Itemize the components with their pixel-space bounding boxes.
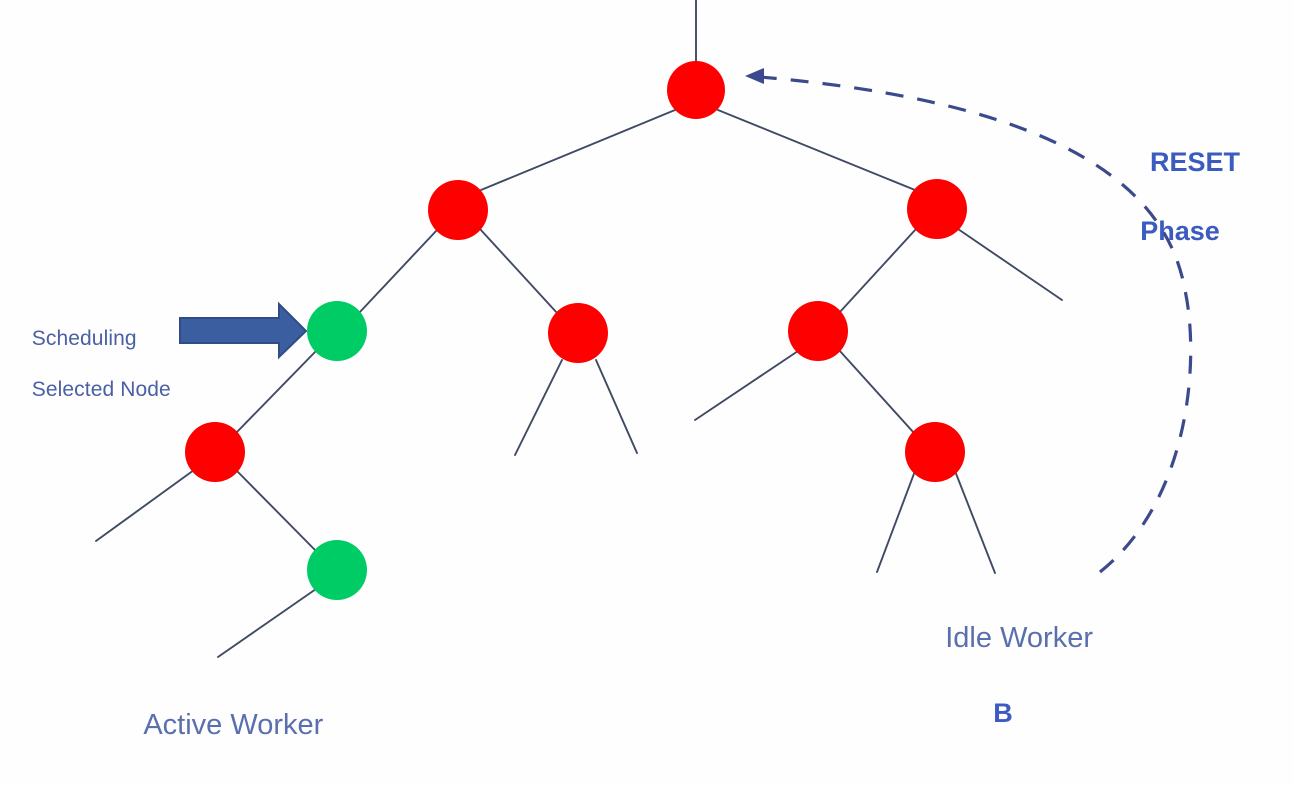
left-subtree-node[interactable]	[428, 180, 488, 240]
edge-r1-r2	[838, 228, 917, 314]
scheduling-pointer-arrow	[179, 301, 308, 360]
block-arrow-layer	[179, 301, 308, 360]
reset-phase-label: RESET Phase	[1120, 110, 1240, 317]
active-worker-node[interactable]	[307, 540, 367, 600]
idle-worker-label-text: Idle Worker	[945, 622, 1093, 655]
reset-label-line2: Phase	[1140, 215, 1220, 246]
edge-l2-leaf-left	[514, 359, 563, 456]
scheduling-selected-node-label: Scheduling Selected Node	[8, 300, 171, 428]
idle-worker-label: Idle Worker B	[886, 586, 1120, 786]
scheduling-label-line1: Scheduling	[31, 326, 137, 350]
idle-worker-label-id: B	[993, 698, 1013, 729]
edge-selected-l3	[235, 350, 317, 434]
active-worker-label-text: Active Worker	[143, 709, 324, 742]
active-worker-label: Active Worker A	[97, 673, 339, 786]
edge-r2-r3	[838, 349, 915, 434]
edge-root-left	[480, 109, 676, 191]
edge-r2-leaf-left	[694, 350, 799, 421]
edge-r1-leaf	[957, 228, 1063, 301]
edge-r3-leaf-left	[876, 470, 916, 573]
reset-label-line1: RESET	[1150, 146, 1241, 177]
right-subtree-node[interactable]	[907, 179, 967, 239]
edge-l3-active	[236, 470, 317, 552]
idle-worker-node[interactable]	[905, 422, 965, 482]
right-inner-node[interactable]	[788, 301, 848, 361]
node-layer	[185, 61, 967, 600]
left-inner-node[interactable]	[548, 303, 608, 363]
root-node[interactable]	[667, 61, 725, 119]
edge-l2-leaf-right	[595, 359, 638, 454]
selected-node[interactable]	[307, 301, 367, 361]
edge-l1-selected	[358, 229, 438, 314]
reset-arrow-head-icon	[745, 68, 764, 84]
lower-left-node[interactable]	[185, 422, 245, 482]
edge-active-leaf	[217, 588, 317, 658]
scheduling-label-line2: Selected Node	[31, 377, 171, 401]
reset-phase-curve-layer	[745, 68, 1193, 574]
edge-l3-leaf-left	[95, 469, 195, 542]
edge-root-right	[717, 109, 916, 191]
edge-r3-leaf-right	[954, 470, 996, 574]
edge-layer	[95, 0, 1063, 658]
reset-phase-arrow	[747, 74, 1193, 574]
edge-l1-l2	[479, 228, 559, 315]
